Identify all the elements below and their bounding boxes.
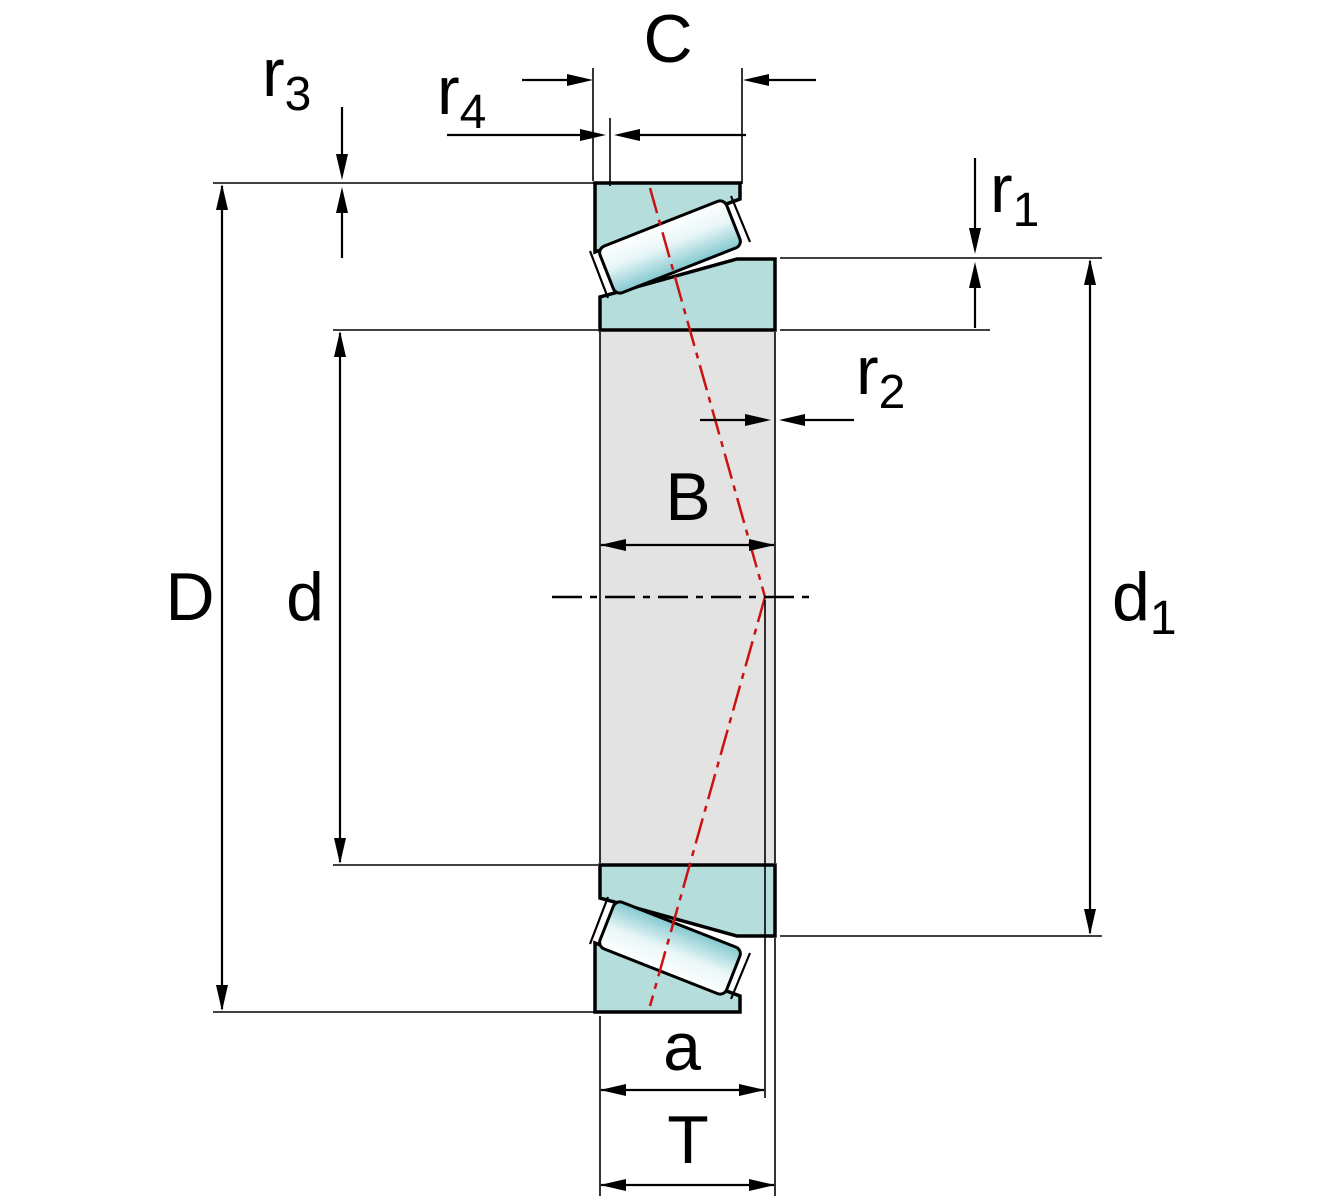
pressure-line-top: [648, 187, 767, 598]
dim-label-D: D: [165, 559, 214, 635]
arrowhead-r1-down: [969, 228, 981, 254]
dim-label-T: T: [667, 1102, 709, 1178]
dim-d1: d1: [1084, 259, 1177, 935]
arrowhead-r3-down: [336, 154, 348, 180]
dim-a: a: [600, 1009, 765, 1096]
arrowhead-r2-left: [779, 414, 805, 426]
dim-label-d1-sub: 1: [1150, 592, 1177, 645]
dim-r3: r3: [262, 35, 348, 258]
dim-label-r4-base: r: [437, 53, 460, 129]
rollers: [588, 195, 752, 1000]
arrowhead-r4-right: [614, 129, 640, 141]
dim-label-r1-base: r: [990, 151, 1013, 227]
dim-label-r3: r3: [262, 35, 311, 121]
arrowhead-r3-up: [336, 187, 348, 213]
arrowhead-a-left: [600, 1084, 626, 1096]
arrowhead-D-top: [216, 184, 228, 210]
arrowhead-d1-bottom: [1084, 909, 1096, 935]
dim-label-d1-base: d: [1112, 559, 1150, 635]
arrowhead-T-right: [749, 1179, 775, 1191]
inner-ring-bottom-section: [598, 863, 777, 938]
dim-label-B: B: [665, 459, 710, 535]
cage-line-top-small-end: [588, 250, 610, 299]
dim-label-r3-base: r: [262, 35, 285, 111]
dim-label-r2-sub: 2: [879, 366, 906, 419]
arrowhead-r2-right: [745, 414, 771, 426]
arrowhead-C-left: [567, 74, 593, 86]
dim-label-r1-sub: 1: [1013, 184, 1040, 237]
dim-label-C: C: [643, 1, 692, 77]
dim-label-r1: r1: [990, 151, 1039, 237]
pressure-line-bottom: [648, 596, 767, 1007]
arrowhead-d-top: [334, 331, 346, 357]
arrowhead-C-right: [743, 74, 769, 86]
arrowhead-r1-up: [969, 262, 981, 288]
cage-line-bottom-small-end: [588, 896, 610, 945]
dim-label-r2-base: r: [856, 333, 879, 409]
dim-r1: r1: [969, 151, 1039, 328]
arrowhead-d1-top: [1084, 259, 1096, 285]
arrowhead-r4-left: [580, 129, 606, 141]
dim-C: C: [522, 1, 816, 86]
cage-line-bottom-large-end: [729, 952, 752, 1000]
centerlines: [552, 187, 815, 1007]
dim-label-a: a: [663, 1009, 701, 1085]
arrowhead-a-right: [739, 1084, 765, 1096]
arrowhead-d-bottom: [334, 838, 346, 864]
dim-label-d: d: [286, 559, 324, 635]
arrowhead-B-left: [600, 539, 626, 551]
dim-label-r4: r4: [437, 53, 486, 139]
dim-label-r4-sub: 4: [460, 86, 487, 139]
dim-B: B: [600, 459, 775, 551]
dim-label-r3-sub: 3: [285, 68, 312, 121]
dim-d: d: [286, 331, 346, 864]
arrowhead-T-left: [600, 1179, 626, 1191]
arrowhead-B-right: [749, 539, 775, 551]
inner-ring-top-section: [598, 257, 777, 332]
extension-lines: [213, 68, 1102, 1196]
dim-r4: r4: [437, 53, 746, 141]
dim-r2: r2: [700, 333, 905, 426]
cage-line-top-large-end: [729, 195, 752, 243]
arrowhead-D-bottom: [216, 985, 228, 1011]
dim-T: T: [600, 1102, 775, 1191]
dim-label-d1: d1: [1112, 559, 1177, 645]
dim-D: D: [165, 184, 228, 1011]
dim-label-r2: r2: [856, 333, 905, 419]
